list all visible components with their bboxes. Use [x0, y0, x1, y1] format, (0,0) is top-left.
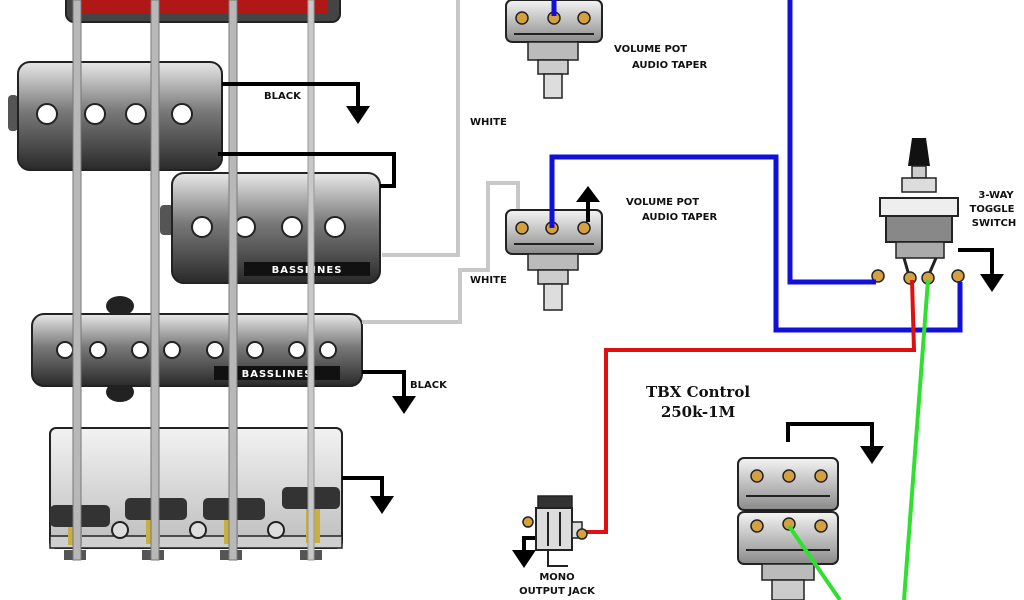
black-wire-label-2: BLACK	[410, 380, 448, 391]
volume-pot-2-label-a: VOLUME POT	[626, 197, 699, 208]
blue-wires	[549, 0, 963, 333]
strings	[72, 0, 315, 561]
toggle-label-c: SWITCH	[972, 218, 1016, 229]
volume-pot-2-label-b: AUDIO TAPER	[642, 212, 718, 223]
toggle-label-a: 3-WAY	[978, 190, 1014, 201]
brand-label-1: BASSLINES	[272, 265, 343, 276]
j-pickup: BASSLINES	[31, 296, 363, 402]
mono-output-jack: MONO OUTPUT JACK	[519, 495, 596, 597]
toggle-switch: 3-WAY TOGGLE SWITCH	[871, 138, 1016, 285]
ground-wires	[218, 82, 994, 552]
ground-arrows	[346, 106, 1004, 568]
volume-pot-1-label-b: AUDIO TAPER	[632, 60, 708, 71]
green-wire	[787, 279, 930, 600]
p-pickup-lower: BASSLINES	[160, 172, 381, 284]
white-wire-label-2: WHITE	[470, 275, 507, 286]
p-pickup-upper	[8, 61, 223, 171]
neck-top-pickup	[65, 0, 341, 23]
brand-label-2: BASSLINES	[242, 369, 313, 380]
jack-label-b: OUTPUT JACK	[519, 586, 596, 597]
black-wire-label-1: BLACK	[264, 91, 302, 102]
volume-pot-2: VOLUME POT AUDIO TAPER	[505, 186, 718, 311]
tbx-label-b: 250k-1M	[661, 403, 735, 421]
white-wires	[362, 0, 520, 324]
volume-pot-1-label-a: VOLUME POT	[614, 44, 687, 55]
tbx-label-a: TBX Control	[646, 383, 750, 401]
tbx-control: TBX Control 250k-1M	[646, 383, 839, 600]
volume-pot-1: VOLUME POT AUDIO TAPER	[505, 0, 708, 99]
toggle-label-b: TOGGLE	[970, 204, 1015, 215]
red-wire	[584, 279, 917, 534]
bridge	[49, 427, 343, 560]
white-wire-label-1: WHITE	[470, 117, 507, 128]
jack-label-a: MONO	[539, 572, 574, 583]
